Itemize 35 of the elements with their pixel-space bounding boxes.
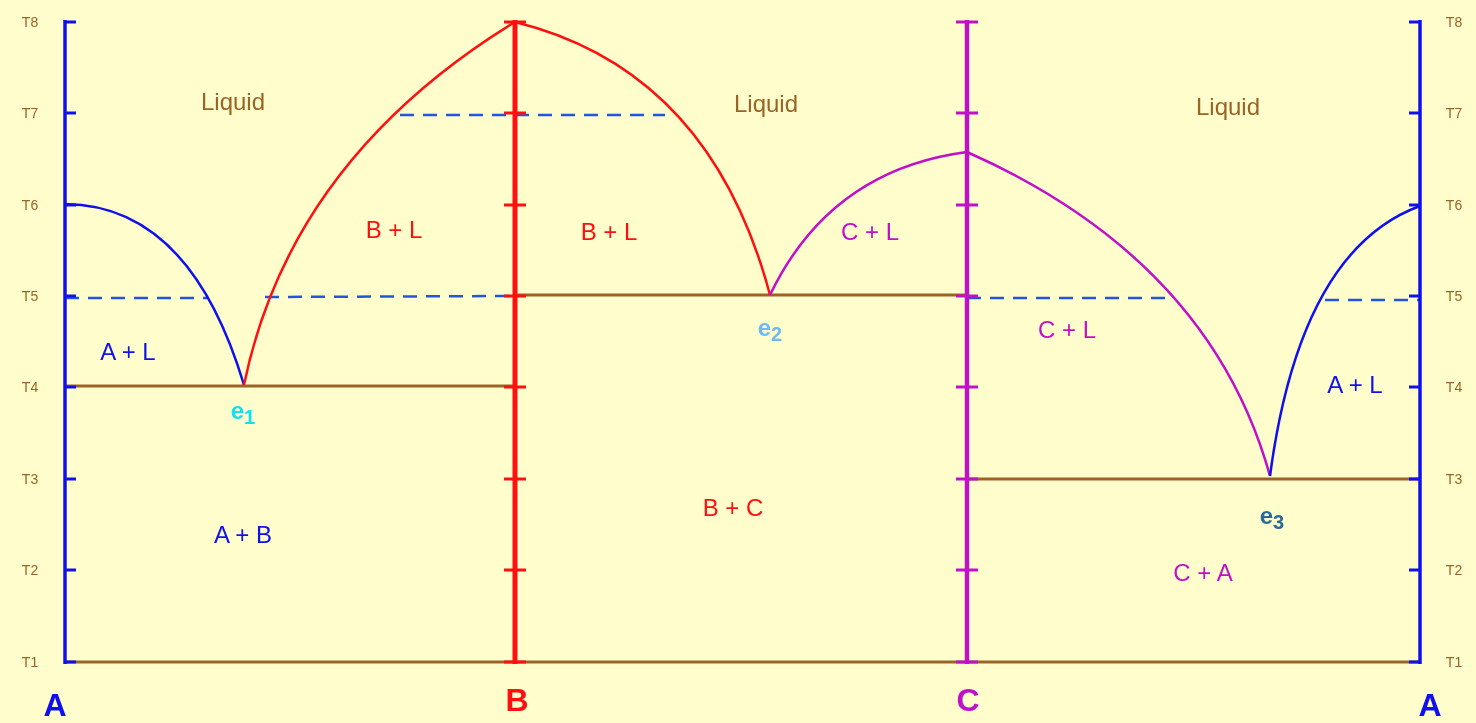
phase-region-label: C + L <box>1038 318 1096 342</box>
eutectic-point-label: e$_{3}$ <box>1259 503 1285 533</box>
axis-tick-label: T4 <box>1445 380 1463 394</box>
axis-tick-label: T8 <box>1445 15 1463 29</box>
component-label: A <box>43 689 67 721</box>
axis-tick-label: T1 <box>1445 655 1463 669</box>
axis-tick-label: T3 <box>21 472 39 486</box>
eutectic-point-label: e$_{1}$ <box>230 398 256 428</box>
phase-region-label: A + L <box>1327 373 1383 397</box>
axis-tick-label: T7 <box>21 106 39 120</box>
phase-region-label: Liquid <box>200 90 266 114</box>
axis-tick-label: T1 <box>21 655 39 669</box>
axis-tick-label: T2 <box>21 563 39 577</box>
eutectic-point-label: e$_{2}$ <box>757 315 783 345</box>
axis-tick-label: T7 <box>1445 106 1463 120</box>
phase-region-label: A + L <box>100 340 156 364</box>
phase-region-label: Liquid <box>733 92 799 116</box>
component-label: B <box>505 684 529 716</box>
component-label: C <box>956 684 980 716</box>
axis-tick-label: T4 <box>21 380 39 394</box>
phase-region-label: B + C <box>702 496 764 520</box>
phase-region-label: C + L <box>841 220 899 244</box>
axis-tick-label: T5 <box>1445 289 1463 303</box>
axis-tick-label: T6 <box>1445 198 1463 212</box>
phase-region-label: Liquid <box>1195 95 1261 119</box>
phase-region-label: A + B <box>214 523 272 547</box>
axis-tick-label: T2 <box>1445 563 1463 577</box>
axis-tick-label: T6 <box>21 198 39 212</box>
axis-tick-label: T5 <box>21 289 39 303</box>
axis-tick-label: T8 <box>21 15 39 29</box>
phase-region-label: B + L <box>580 220 638 244</box>
phase-region-label: C + A <box>1173 561 1233 585</box>
axis-tick-label: T3 <box>1445 472 1463 486</box>
component-label: A <box>1418 689 1442 721</box>
phase-region-label: B + L <box>365 218 423 242</box>
